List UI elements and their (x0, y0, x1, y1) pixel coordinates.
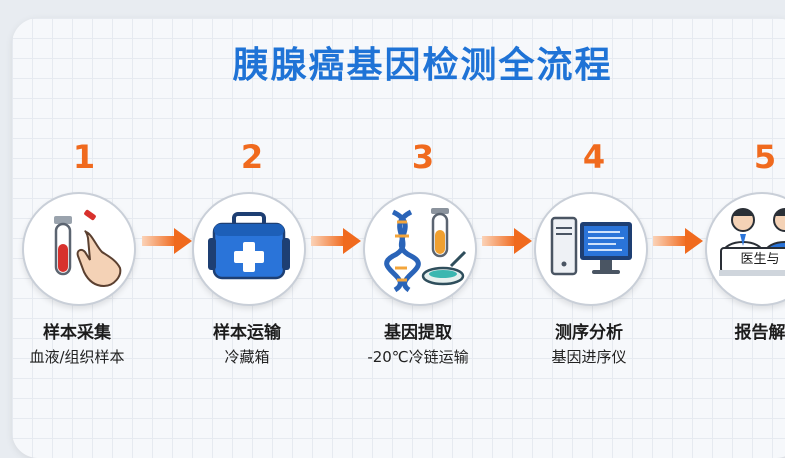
step-5-sign-text: 医生与 (740, 252, 780, 267)
diagram-title: 胰腺癌基因检测全流程 (232, 45, 613, 86)
step-5-number: 5 (753, 138, 777, 176)
step-4-title: 测序分析 (555, 323, 623, 343)
arrow-1-icon (142, 228, 192, 254)
step-3-subtitle: -20℃冷链运输 (367, 348, 469, 366)
step-4-computer-icon (534, 192, 648, 306)
arrow-4-icon (653, 228, 703, 254)
step-5-doctors-icon: 医生与 (705, 192, 785, 306)
step-4-subtitle: 基因进序仪 (551, 348, 627, 366)
step-4-number: 4 (582, 138, 606, 176)
step-2-medical-box-icon (192, 192, 306, 306)
step-2-subtitle: 冷藏箱 (224, 348, 270, 366)
step-3-number: 3 (411, 138, 435, 176)
step-3-dna-tube-icon (363, 192, 477, 306)
step-2-title: 样本运输 (213, 323, 281, 343)
step-2-number: 2 (240, 138, 264, 176)
step-1-test-tube-hand-icon (22, 192, 136, 306)
step-1-number: 1 (72, 138, 96, 176)
step-1-subtitle: 血液/组织样本 (29, 348, 125, 366)
arrow-2-icon (311, 228, 361, 254)
step-5-title: 报告解 (734, 323, 785, 343)
step-3-title: 基因提取 (384, 323, 452, 343)
arrow-3-icon (482, 228, 532, 254)
step-1-title: 样本采集 (43, 323, 111, 343)
